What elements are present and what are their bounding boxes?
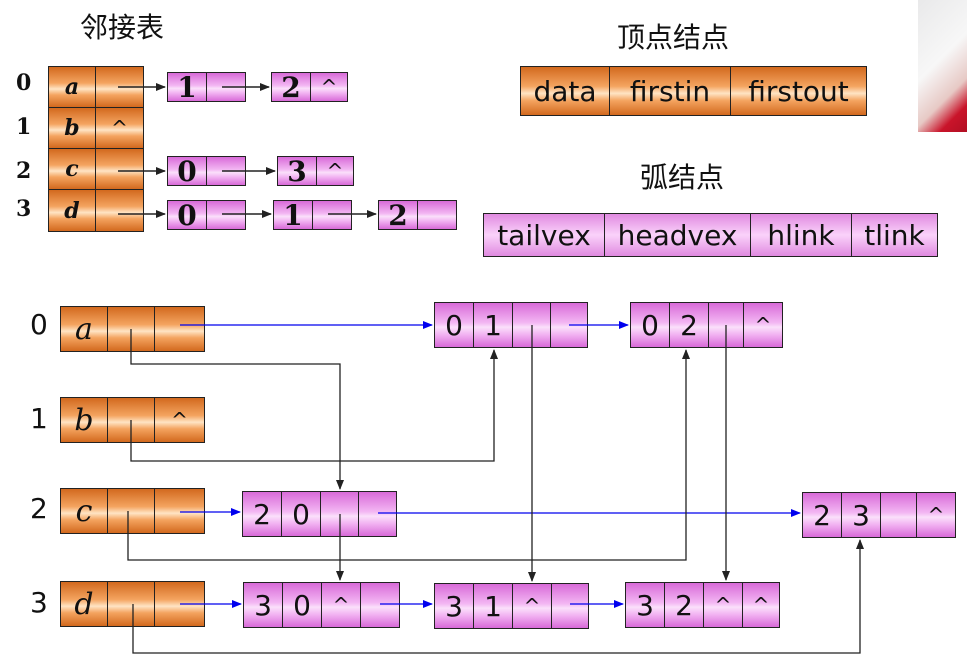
adj-node-next	[417, 200, 457, 230]
adj-null-pointer: ^	[95, 107, 144, 149]
adj-index: 2	[16, 158, 32, 184]
arc-headvex: 1	[473, 583, 513, 629]
firstin-c-to-arc02	[127, 349, 690, 561]
arc-tlink	[360, 582, 400, 628]
arc-tailvex: 0	[630, 302, 670, 348]
arc-hlink-null: ^	[321, 582, 361, 628]
adj-node-next	[206, 200, 246, 230]
arc-node-title: 弧结点	[640, 161, 725, 194]
adj-pointer-cell	[95, 189, 144, 232]
adj-node-next	[312, 200, 352, 230]
firstin-b-to-arc01	[130, 349, 498, 462]
arc-tlink-null: ^	[742, 582, 780, 628]
adj-node-vertex: 1	[273, 199, 313, 232]
arc-tailvex: 3	[243, 582, 283, 628]
presenter-video-thumbnail	[918, 0, 967, 132]
arc-tlink-null: ^	[743, 302, 783, 348]
field-firstout: firstout	[730, 66, 867, 116]
adj-node-null: ^	[310, 72, 348, 102]
arc-headvex: 0	[282, 582, 322, 628]
adj-vertex-d: d	[48, 189, 96, 232]
arc-tailvex: 2	[242, 491, 282, 537]
field-tlink: tlink	[851, 213, 938, 257]
adj-index: 0	[16, 70, 32, 96]
firstin-d-to-arc23	[132, 539, 864, 654]
adj-node-vertex: 3	[277, 155, 317, 188]
adjacency-list-title: 邻接表	[80, 11, 165, 44]
field-firstin: firstin	[609, 66, 731, 116]
adj-node-vertex: 0	[167, 199, 207, 232]
adj-node-vertex: 2	[271, 71, 311, 104]
orth-index: 0	[30, 308, 48, 341]
arc-tailvex: 0	[434, 302, 474, 348]
adj-node-vertex: 2	[378, 199, 418, 232]
arc-tlink	[551, 583, 589, 629]
arc-hlink	[880, 492, 917, 538]
orth-vertex-a: a	[60, 306, 108, 352]
adj-node-vertex: 1	[167, 71, 207, 104]
adj-node-vertex: 0	[167, 155, 207, 188]
orth-firstin	[107, 581, 155, 627]
arc-hlink-null: ^	[703, 582, 743, 628]
adj-index: 3	[16, 196, 32, 222]
adj-vertex-b: b	[48, 107, 96, 149]
field-hlink: hlink	[750, 213, 852, 257]
vertex-node-title: 顶点结点	[617, 21, 730, 54]
orth-vertex-b: b	[60, 397, 108, 443]
arc-headvex: 2	[669, 302, 709, 348]
arc-headvex: 0	[281, 491, 321, 537]
orth-firstin	[107, 488, 155, 534]
arc-headvex: 3	[841, 492, 881, 538]
arc-tlink	[358, 491, 397, 537]
orth-index: 2	[30, 492, 48, 525]
arc-headvex: 1	[473, 302, 513, 348]
arc-tlink-null: ^	[916, 492, 956, 538]
orth-firstout	[154, 306, 205, 352]
orth-vertex-d: d	[60, 581, 108, 627]
field-tailvex: tailvex	[483, 213, 605, 257]
field-headvex: headvex	[604, 213, 751, 257]
orth-index: 1	[30, 402, 48, 435]
orth-index: 3	[30, 586, 48, 619]
arc-tailvex: 3	[625, 582, 665, 628]
arc-tailvex: 3	[434, 583, 474, 629]
adj-vertex-a: a	[48, 66, 96, 108]
adj-node-null: ^	[316, 156, 354, 186]
orth-firstout	[154, 488, 205, 534]
firstin-a-to-arc20	[130, 329, 344, 490]
adj-index: 1	[16, 114, 32, 140]
orth-firstout-null: ^	[154, 397, 205, 443]
